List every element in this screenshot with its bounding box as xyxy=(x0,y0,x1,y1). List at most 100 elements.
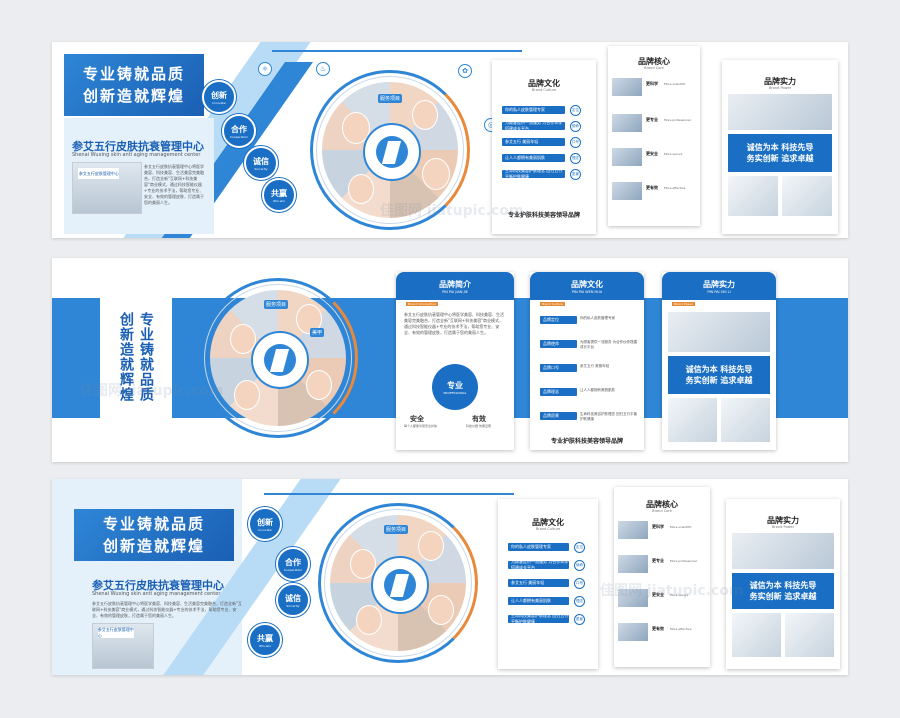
value-en: Sincerity xyxy=(254,166,268,171)
brand-logo-icon xyxy=(375,135,409,169)
core-en: More professional xyxy=(670,559,697,563)
culture-dot: 愿景 xyxy=(574,614,585,625)
value-en: Innovate xyxy=(258,527,272,532)
core-en: More secure xyxy=(664,152,683,156)
core-image xyxy=(618,589,648,607)
core-en: More effective xyxy=(670,627,692,631)
value-cn: 诚信 xyxy=(253,156,269,166)
culture-pill: 生命科技美容护肤理念 回归五行平衡护肤健康 xyxy=(502,168,565,179)
face-photo xyxy=(306,370,332,400)
lab-photo xyxy=(732,613,781,657)
card-subtitle: Brand Power xyxy=(771,525,795,529)
culture-tag: 品牌理念 xyxy=(540,388,577,396)
value-innovate: 创新 Innovate xyxy=(248,507,282,541)
face-photo xyxy=(350,549,376,579)
core-en: More professional xyxy=(664,118,691,122)
card-brand-core: 品牌核心 Brand Core 更科学 More scientific 更专业 … xyxy=(608,46,700,226)
culture-title: 品牌文化 xyxy=(571,279,603,289)
core-image xyxy=(612,148,642,166)
card-brand-power: 品牌实力 Brand Power 诚信为本 科技先导 务实创新 追求卓越 xyxy=(726,499,840,669)
wheel-hub xyxy=(250,330,310,390)
slogan-line-2: 创新造就辉煌 xyxy=(102,537,205,555)
wheel-tag-service: 服务项目 xyxy=(384,525,409,534)
power-label-en: Brand Power xyxy=(672,302,695,306)
core-cn: 更安全 xyxy=(652,592,664,597)
pro-circle: 专业 PROFESSIONAL xyxy=(432,364,478,410)
slogan-line-2: 创新造就辉煌 xyxy=(82,87,185,105)
slogan-line-2: 创新造就辉煌 xyxy=(118,312,134,402)
card-brand-culture: 品牌文化 Brand Culture 你的私人皮肤管理专家 定位 为顾客提供一流… xyxy=(498,499,598,669)
card-title: 品牌文化 xyxy=(528,79,560,88)
culture-tag: 品牌愿景 xyxy=(540,412,577,420)
value-cn: 共赢 xyxy=(271,188,287,198)
face-photo xyxy=(348,174,374,204)
value-en: Win-win xyxy=(259,643,271,648)
card-footer: 专业护肤科技美容领导品牌 xyxy=(550,438,623,445)
culture-desc: 参艾五行 美丽年轻 xyxy=(580,364,610,368)
face-photo xyxy=(356,605,382,635)
watermark: 佳图网 jiatupic.com xyxy=(380,203,524,219)
watermark: 佳图网 jiatupic.com xyxy=(80,383,224,399)
core-cn: 更专业 xyxy=(652,558,664,563)
face-photo xyxy=(230,324,256,354)
power-header: 品牌实力 PIN PAI SHI LI xyxy=(662,272,776,300)
culture-pill: 参艾五行 美丽年轻 xyxy=(508,579,569,587)
brand-logo-icon xyxy=(383,568,417,602)
value-cn: 创新 xyxy=(211,90,227,100)
card-title: 品牌实力 xyxy=(767,516,799,525)
center-intro: 参艾五行皮肤抗衰管理中心将医学美容、科技美容、生活美容完美融合，打造全新"互联网… xyxy=(92,601,242,618)
culture-pill: 参艾五行 美丽年轻 xyxy=(502,138,565,146)
power-slogan: 诚信为本 科技先导 务实创新 追求卓越 xyxy=(732,573,834,609)
wheel-photos xyxy=(210,290,346,426)
top-line xyxy=(264,493,514,495)
core-image xyxy=(618,521,648,539)
wheel-hub xyxy=(370,555,430,615)
culture-desc: 为顾客提供一流服务 为合作伙伴搭建成长平台 xyxy=(580,340,638,349)
core-image xyxy=(612,114,642,132)
card-subtitle: Brand Culture xyxy=(531,88,557,92)
core-cn: 更科学 xyxy=(652,524,664,529)
building-photo xyxy=(668,312,770,352)
value-en: Sincerity xyxy=(286,603,300,608)
power-slogan-2: 务实创新 追求卓越 xyxy=(746,154,814,163)
culture-dot: 使命 xyxy=(574,560,585,571)
culture-header: 品牌文化 PIN PAI WEN HUA xyxy=(530,272,644,300)
wheel-tag-service: 服务项目 xyxy=(264,300,289,309)
core-image xyxy=(618,623,648,641)
card-brand-power: 品牌实力 PIN PAI SHI LI Brand Power 诚信为本 科技先… xyxy=(662,272,776,450)
value-en: Cooperation xyxy=(283,567,303,572)
culture-pill: 为顾客提供一流服务 为合作伙伴搭建成长平台 xyxy=(502,120,565,131)
core-cn: 更安全 xyxy=(646,151,658,156)
safe-desc: 每个人都能享受安全护肤 xyxy=(404,424,438,428)
card-title: 品牌核心 xyxy=(638,57,670,66)
culture-tag: 品牌口号 xyxy=(540,364,577,372)
building-photo xyxy=(728,94,832,130)
value-innovate: 创新 Innovate xyxy=(202,80,236,114)
wheel-tag-nail: 美甲 xyxy=(310,328,325,337)
value-en: Cooperation xyxy=(229,134,249,139)
center-name-en: Shenai Wuxing skin anti aging management… xyxy=(72,152,201,158)
value-cn: 合作 xyxy=(285,557,301,567)
core-cn: 更有效 xyxy=(646,185,658,190)
face-photo xyxy=(412,100,438,130)
pro-label-en: PROFESSIONAL xyxy=(443,390,467,395)
culture-pill: 让人人都拥有美丽肌肤 xyxy=(508,597,569,605)
culture-tag: 品牌定位 xyxy=(540,316,577,324)
value-sincerity: 诚信 Sincerity xyxy=(276,583,310,617)
service-wheel: 服务项目 美甲 xyxy=(198,278,358,438)
power-slogan-1: 诚信为本 科技先导 xyxy=(746,143,814,152)
value-winwin: 共赢 Win-win xyxy=(262,178,296,212)
culture-pill: 你的私人皮肤管理专家 xyxy=(502,106,565,114)
intro-text: 参艾五行皮肤抗衰管理中心将医学美容、科技美容、生活美容完美融合，打造全新"互联网… xyxy=(404,312,504,335)
value-cn: 共赢 xyxy=(257,633,273,643)
wheel-hub xyxy=(362,122,422,182)
culture-desc: 让人人都拥有美丽肌肤 xyxy=(580,388,615,392)
cup-icon: ♨ xyxy=(316,62,330,76)
value-cn: 诚信 xyxy=(285,593,301,603)
wall-panel-middle: 专业铸就品质 创新造就辉煌 服务项目 美甲 品牌简介 PIN PAI JIAN … xyxy=(52,258,848,462)
face-photo xyxy=(418,531,444,561)
storefront-image: 参艾五行皮肤管理中心 xyxy=(72,162,142,214)
slogan-block: 专业铸就品质 创新造就辉煌 xyxy=(64,54,204,116)
culture-dot: 定位 xyxy=(570,105,581,116)
value-en: Innovate xyxy=(212,100,226,105)
